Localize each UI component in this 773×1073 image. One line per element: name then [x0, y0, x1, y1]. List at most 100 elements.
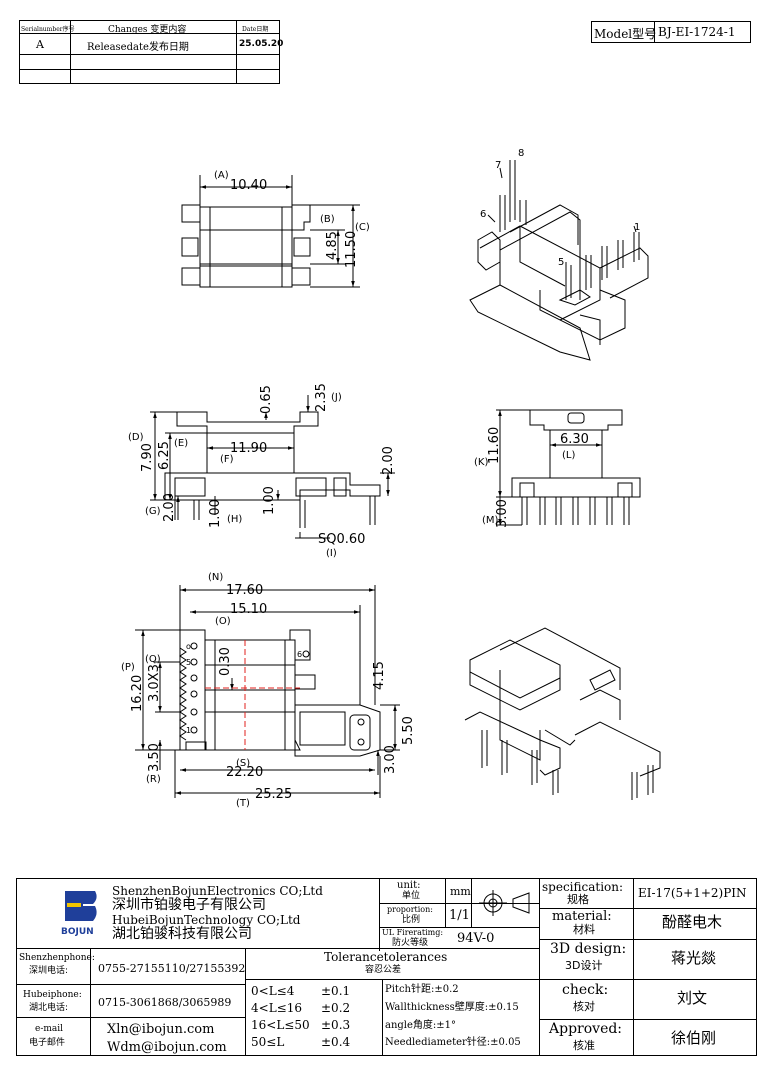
company-cn-2: 湖北铂骏科技有限公司	[112, 926, 252, 942]
tolerance-title-cn: 容忍公差	[365, 965, 402, 975]
dim-200-value: 2.00	[381, 446, 396, 475]
unit-value: mm	[450, 885, 471, 898]
dim-Q-letter: (Q)	[145, 654, 161, 665]
approved-label-cn: 核准	[573, 1039, 595, 1052]
iso-pin-label: 8	[518, 148, 524, 159]
note-angle: angle角度:±1°	[385, 1020, 457, 1031]
tolerance-range: 4<L≤16	[251, 1001, 302, 1015]
dim-F-value: 11.90	[230, 441, 267, 456]
bottom-view	[135, 585, 400, 798]
tolerance-value: ±0.3	[321, 1018, 351, 1032]
rev-cell: 25.05.20	[239, 39, 284, 49]
sz-phone-label-en: Shenzhenphone:	[19, 953, 95, 963]
approved-label-en: Approved:	[549, 1021, 623, 1037]
approved-value: 徐伯刚	[671, 1029, 717, 1047]
email-label-en: e-mail	[35, 1024, 64, 1034]
check-label-cn: 核对	[573, 1000, 595, 1013]
drawing-canvas: (A) 10.40 (B) 4.85 (C) 11.50 7 8 6 1 5 (…	[121, 148, 661, 809]
dim-N-value: 17.60	[226, 583, 263, 598]
hb-phone-label-en: Hubeiphone:	[23, 990, 82, 1000]
tolerance-title-en: Tolerancetolerances	[324, 950, 448, 964]
dim-K-value: 11.60	[487, 427, 502, 464]
dim-J-value: 2.35	[314, 383, 329, 412]
spec-value: EI-17(5+1+2)PIN	[638, 886, 747, 900]
dim-C-letter: (C)	[355, 222, 370, 233]
rev-cell: A	[36, 38, 44, 51]
email-label-cn: 电子邮件	[29, 1038, 66, 1048]
design-label-cn: 3D设计	[565, 959, 603, 972]
tolerance-range: 50≤L	[251, 1035, 285, 1049]
model-value: BJ-EI-1724-1	[658, 25, 736, 39]
dim-065-value: 0.65	[259, 385, 274, 414]
dim-K-letter: (K)	[474, 457, 488, 468]
iso-pin-label: 6	[480, 209, 486, 220]
dim-E-value: 6.25	[157, 441, 172, 470]
centerlines	[205, 640, 300, 750]
model-box: Model型号 BJ-EI-1724-1	[591, 21, 751, 43]
company-en-1: ShenzhenBojunElectronics CO;Ltd	[112, 884, 323, 898]
dim-G-letter: (G)	[145, 506, 161, 517]
rev-header-changes: Changes 变更内容	[108, 25, 187, 35]
email-2: Wdm@ibojun.com	[107, 1040, 227, 1055]
pin-marker-label: 6	[297, 650, 302, 659]
pin-marker-label: 1	[186, 726, 191, 735]
proportion-value: 1/1	[449, 908, 470, 923]
title-block: BOJUN ShenzhenBojunElectronics CO;Ltd 深圳…	[16, 878, 757, 1056]
design-label-en: 3D design:	[550, 941, 627, 957]
iso-pin-label: 1	[634, 222, 640, 233]
dim-415-value: 4.15	[372, 661, 387, 690]
note-wall: Wallthickness壁厚度:±0.15	[385, 1002, 519, 1013]
dim-A-letter: (A)	[214, 170, 229, 181]
spec-label-cn: 规格	[567, 893, 589, 906]
dim-B-value: 4.85	[325, 231, 340, 260]
unit-label-cn: 单位	[402, 891, 421, 901]
note-pitch: Pitch针距:±0.2	[385, 984, 459, 995]
note-needle: Needlediameter针径:±0.05	[385, 1037, 521, 1048]
company-cn-1: 深圳市铂骏电子有限公司	[112, 897, 266, 913]
dim-P-value: 16.20	[130, 675, 145, 712]
proportion-label-cn: 比例	[402, 915, 421, 925]
ul-value: 94V-0	[457, 931, 495, 946]
dim-S-letter: (S)	[236, 758, 250, 769]
hb-phone: 0715-3061868/3065989	[98, 996, 232, 1009]
dim-M-value: 3.00	[495, 499, 510, 528]
dim-D-value: 7.90	[140, 443, 155, 472]
dim-H-letter: (H)	[227, 514, 242, 525]
rev-cell: Releasedate发布日期	[87, 42, 189, 53]
dim-I-letter: (I)	[326, 548, 337, 559]
spec-label-en: specification:	[542, 880, 624, 894]
dim-L-value: 6.30	[560, 432, 589, 447]
pin-marker-label: o	[186, 642, 191, 651]
dim-R-letter: (R)	[146, 774, 161, 785]
dim-T-value: 25.25	[255, 787, 292, 802]
dim-H-value: 1.00	[208, 499, 223, 528]
dim-L-letter: (L)	[562, 450, 575, 461]
material-value: 酚醛电木	[662, 913, 723, 931]
tolerance-value: ±0.1	[321, 984, 351, 998]
hb-phone-label-cn: 湖北电话:	[29, 1003, 69, 1013]
model-label: Model型号	[594, 27, 657, 41]
sz-phone: 0755-27155110/27155392	[98, 962, 246, 975]
dim-100-value: 1.00	[262, 486, 277, 515]
tolerance-range: 0<L≤4	[251, 984, 295, 998]
dim-O-value: 15.10	[230, 602, 267, 617]
dim-300-value: 3.00	[383, 745, 398, 774]
iso-pin-label: 7	[495, 160, 501, 171]
front-view	[150, 395, 395, 539]
ul-label-cn: 防火等级	[392, 938, 429, 948]
check-label-en: check:	[562, 982, 609, 998]
dim-Q-value: 3.0X3	[147, 664, 162, 702]
isometric-view-top	[469, 160, 649, 361]
dim-J-letter: (J)	[331, 392, 342, 403]
dim-M-letter: (M)	[482, 515, 499, 526]
iso-pin-label: 5	[558, 257, 564, 268]
dim-P-letter: (P)	[121, 662, 135, 673]
dim-A-value: 10.40	[230, 178, 267, 193]
dim-030-value: 0.30	[218, 647, 233, 676]
tolerance-range: 16<L≤50	[251, 1018, 310, 1032]
unit-label-en: unit:	[397, 880, 421, 891]
revision-table: Serialnumber序号 Changes 变更内容 Date日期 A Rel…	[19, 20, 284, 84]
company-en-2: HubeiBojunTechnology CO;Ltd	[112, 913, 301, 927]
dim-I-value: SQ0.60	[318, 532, 365, 547]
tolerance-value: ±0.2	[321, 1001, 351, 1015]
